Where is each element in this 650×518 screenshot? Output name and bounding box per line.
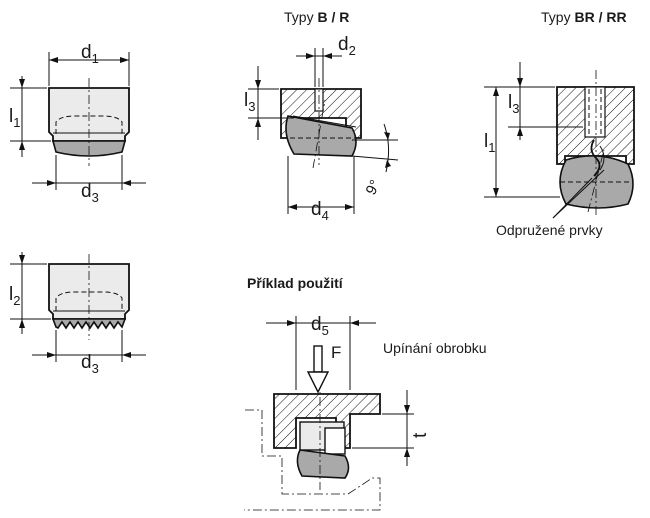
threaded-bore <box>584 86 606 138</box>
dim-label-d1: d1 <box>81 42 99 66</box>
arrowhead <box>19 141 25 150</box>
arrowhead <box>288 204 297 210</box>
arrowhead <box>350 320 359 326</box>
label-workpiece-clamping: Upínání obrobku <box>383 340 487 356</box>
tilt-axis <box>312 99 326 169</box>
dim-label-d4: d4 <box>311 199 329 223</box>
dim-label-l3: l3 <box>244 90 255 114</box>
element-serrated-view: l2 d3 <box>9 252 146 376</box>
dim-label-d3: d3 <box>81 352 99 376</box>
arrowhead <box>517 78 523 87</box>
arrowhead <box>47 352 56 358</box>
arrowhead <box>404 405 410 414</box>
dim-label-l3: l3 <box>508 92 519 116</box>
tilted-ball <box>296 449 350 479</box>
angle-leg <box>351 155 399 161</box>
arrowhead <box>120 57 129 63</box>
arrowhead <box>19 255 25 264</box>
dim-label-d3: d3 <box>81 181 99 205</box>
arrowhead <box>287 320 296 326</box>
section-view-b-r: d2 l3 d4 9° <box>244 34 399 223</box>
arrowhead <box>323 53 332 59</box>
hatched-housing <box>280 88 362 139</box>
arrowhead <box>384 132 390 140</box>
arrowhead <box>385 160 391 168</box>
heading-example: Příklad použití <box>247 275 344 291</box>
tilt-axis <box>587 149 605 213</box>
arrowhead <box>49 57 58 63</box>
arrowhead <box>345 204 354 210</box>
spring-element <box>599 145 605 171</box>
angle-label: 9° <box>363 177 385 198</box>
arrowhead <box>47 180 56 186</box>
arrowhead <box>517 127 523 136</box>
arrowhead <box>19 79 25 88</box>
angle-arc <box>383 123 390 173</box>
arrowhead <box>255 80 261 89</box>
dim-label-d5: d5 <box>311 314 329 338</box>
heading-types-b-r: Typy B / R <box>284 9 349 25</box>
arrowhead <box>306 53 315 59</box>
dim-label-t: t <box>410 432 431 438</box>
edge-line <box>292 115 357 128</box>
force-arrow-shaft <box>313 345 323 373</box>
label-spring-elements: Odpružené prvky <box>496 222 603 238</box>
hidden-outline <box>55 291 123 311</box>
dim-label-l1: l1 <box>9 106 20 130</box>
element-smooth-view: d1 l1 d3 <box>9 42 146 205</box>
arrowhead <box>122 180 131 186</box>
heading-types-br-rr: Typy BR / RR <box>541 9 627 25</box>
arrowhead <box>493 188 499 197</box>
arrowhead <box>493 87 499 96</box>
arrowhead <box>19 319 25 328</box>
arrowhead <box>404 448 410 457</box>
element-insert <box>324 427 346 455</box>
example-of-use-view: F d5 Upínání obrobku t <box>244 314 487 511</box>
arrowhead <box>122 352 131 358</box>
dim-label-l1: l1 <box>484 131 495 155</box>
label-force: F <box>331 343 341 362</box>
leader-line <box>552 169 605 219</box>
section-view-br-rr: l1 l3 Odpružené prvky <box>484 62 635 238</box>
dim-label-l2: l2 <box>9 284 20 308</box>
dim-label-d2: d2 <box>338 34 356 58</box>
force-arrow-head <box>306 371 330 394</box>
arrowhead <box>255 118 261 127</box>
